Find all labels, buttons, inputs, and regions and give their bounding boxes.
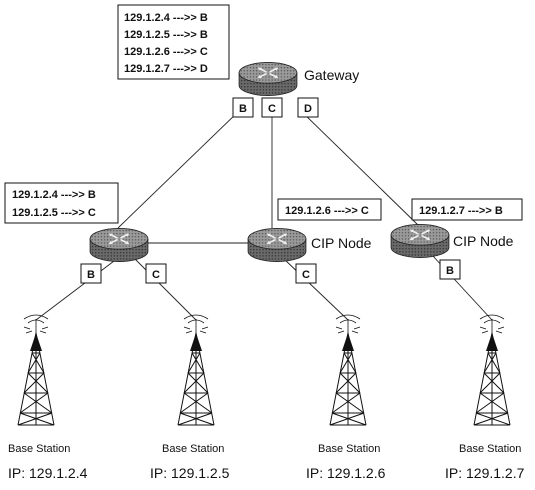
left-router-ports: B C — [80, 263, 167, 284]
left-router-routing-table: 129.1.2.4 --->> B 129.1.2.5 --->> C — [4, 182, 119, 224]
base-station-ip: IP: 129.1.2.6 — [306, 465, 386, 481]
router-icon — [89, 227, 149, 263]
base-station-label: Base Station — [162, 443, 224, 455]
cip-node-right: CIP Node — [390, 223, 514, 259]
link-cip-center-bs3 — [282, 257, 349, 321]
tower-icon — [177, 314, 215, 426]
left-router — [89, 227, 149, 263]
gateway-router: Gateway — [238, 61, 359, 97]
link-gateway-cip-right — [299, 109, 419, 226]
routing-entry: 129.1.2.6 --->> C — [124, 46, 208, 58]
cip-node-label: CIP Node — [311, 235, 372, 251]
router-icon — [238, 61, 298, 97]
routing-entry: 129.1.2.7 --->> B — [419, 205, 503, 217]
link-left-router-bs2 — [131, 255, 197, 321]
gateway-ports: B C D — [232, 97, 319, 118]
link-left-router-bs1 — [35, 257, 119, 321]
gateway-label: Gateway — [304, 67, 359, 83]
port-label: B — [87, 269, 95, 281]
base-station-ip: IP: 129.1.2.7 — [445, 465, 525, 481]
base-station-3: Base Station IP: 129.1.2.6 — [306, 314, 386, 481]
port-label: D — [304, 103, 312, 115]
base-station-label: Base Station — [8, 443, 70, 455]
port-label: C — [268, 103, 276, 115]
cip-node-right-routing-table: 129.1.2.7 --->> B — [411, 198, 523, 221]
port-label: C — [302, 269, 310, 281]
port-label: B — [446, 265, 454, 277]
router-icon — [247, 227, 307, 263]
cip-node-center: CIP Node — [247, 227, 372, 263]
routing-entry: 129.1.2.7 --->> D — [124, 63, 208, 75]
tower-icon — [473, 314, 511, 426]
base-station-2: Base Station IP: 129.1.2.5 — [150, 314, 230, 481]
cip-node-center-routing-table: 129.1.2.6 --->> C — [277, 198, 382, 221]
router-icon — [390, 223, 450, 259]
routing-entry: 129.1.2.4 --->> B — [12, 189, 96, 201]
port-label: C — [152, 269, 160, 281]
base-station-label: Base Station — [459, 443, 521, 455]
routing-entry: 129.1.2.6 --->> C — [285, 205, 369, 217]
cip-node-center-ports: C — [295, 263, 317, 284]
base-station-ip: IP: 129.1.2.5 — [150, 465, 230, 481]
network-links — [35, 109, 493, 321]
port-label: B — [239, 103, 247, 115]
cip-node-label: CIP Node — [453, 233, 514, 249]
cip-node-right-ports: B — [439, 259, 461, 280]
base-station-1: Base Station IP: 129.1.2.4 — [8, 314, 88, 481]
routing-entry: 129.1.2.5 --->> B — [124, 29, 208, 41]
base-station-4: Base Station IP: 129.1.2.7 — [445, 314, 525, 481]
base-station-ip: IP: 129.1.2.4 — [8, 465, 88, 481]
tower-icon — [329, 314, 367, 426]
gateway-routing-table: 129.1.2.4 --->> B 129.1.2.5 --->> B 129.… — [117, 4, 230, 80]
routing-entry: 129.1.2.5 --->> C — [12, 207, 96, 219]
base-station-label: Base Station — [318, 443, 380, 455]
tower-icon — [17, 314, 55, 426]
link-gateway-left-router — [117, 109, 241, 229]
routing-entry: 129.1.2.4 --->> B — [124, 12, 208, 24]
